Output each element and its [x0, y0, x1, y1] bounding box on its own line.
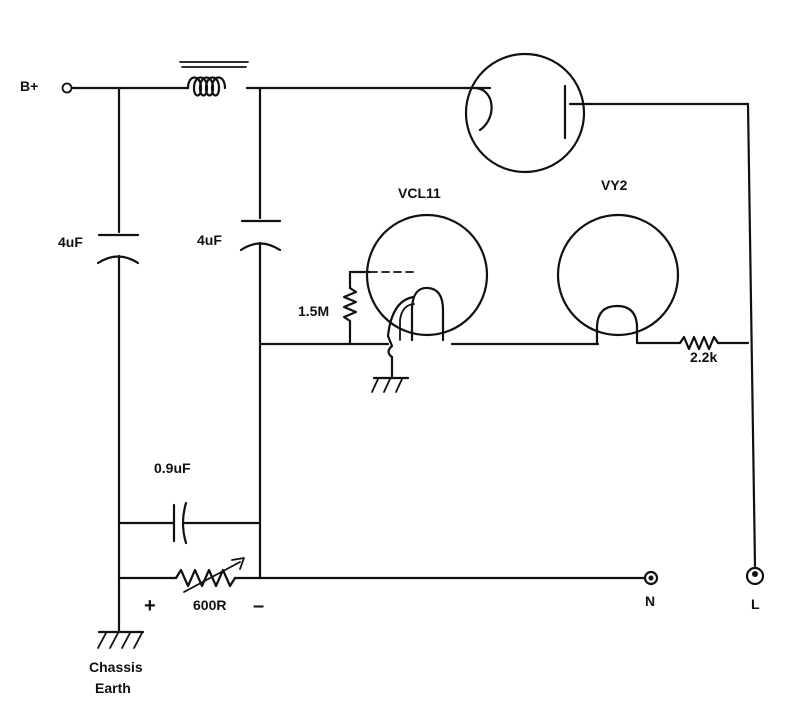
minus-sign: – — [253, 595, 264, 617]
supply-terminal — [61, 82, 73, 94]
rectifier-tube — [464, 52, 750, 174]
chassis-earth — [97, 576, 145, 649]
var-resistor — [174, 557, 245, 593]
neutral-label: N — [645, 593, 655, 609]
heater-resistor-label: 2.2k — [690, 349, 717, 365]
supply-label: B+ — [20, 78, 38, 94]
tube-vcl11-label: VCL11 — [398, 185, 441, 201]
live-wire — [746, 102, 757, 568]
cap-mid-label: 4uF — [197, 232, 222, 248]
var-resistor-label: 600R — [193, 597, 226, 613]
neutral-terminal — [643, 570, 659, 586]
grid-resistor-label: 1.5M — [298, 303, 329, 319]
heater-resistor — [678, 335, 750, 351]
plus-sign: + — [144, 595, 156, 617]
tube-vcl11 — [365, 213, 489, 342]
tube-vy2-label: VY2 — [601, 177, 628, 193]
choke-inductor — [179, 61, 249, 97]
cap-mid — [239, 86, 282, 580]
earth-label-line2: Earth — [95, 680, 131, 696]
cap-left-label: 4uF — [58, 234, 83, 250]
grid-resistor — [342, 270, 372, 346]
cap-bottom — [117, 501, 262, 545]
earth-label-line1: Chassis — [89, 659, 143, 675]
live-terminal — [745, 566, 765, 586]
cap-bottom-label: 0.9uF — [154, 460, 191, 476]
vcl11-ground-lead — [371, 334, 410, 393]
tube-vy2 — [556, 213, 680, 345]
live-label: L — [751, 596, 760, 612]
cap-left — [96, 86, 140, 580]
